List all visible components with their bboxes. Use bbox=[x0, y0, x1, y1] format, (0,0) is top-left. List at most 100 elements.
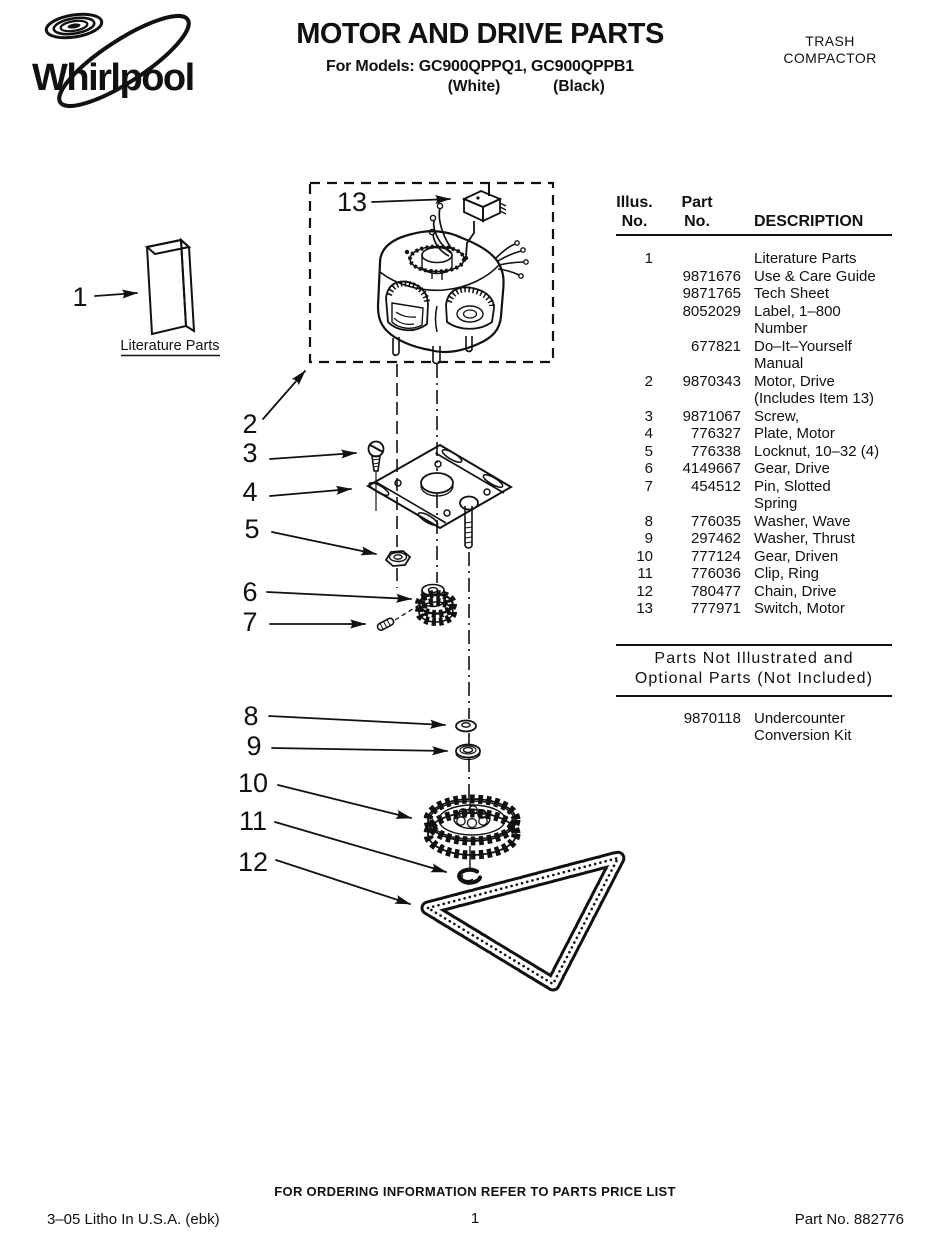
illus-no: 1 bbox=[644, 250, 653, 267]
brand-wordmark: Whirlpool bbox=[32, 57, 194, 99]
table-row: 7 454512 Pin, Slotted Spring bbox=[616, 478, 892, 513]
svg-text:2: 2 bbox=[242, 409, 257, 439]
part-no bbox=[653, 250, 741, 268]
literature-parts-label: Literature Parts bbox=[120, 338, 219, 354]
illus-no: 8 bbox=[644, 512, 653, 530]
part-description: Use & Care Guide bbox=[754, 267, 876, 285]
part-description: Clip, Ring bbox=[754, 565, 820, 582]
svg-text:3: 3 bbox=[242, 438, 257, 468]
models-line: For Models: GC900QPPQ1, GC900QPPB1 bbox=[326, 58, 634, 75]
finish-labels: (White) (Black) bbox=[240, 78, 720, 98]
illus-no: 3 bbox=[644, 407, 653, 425]
part-no: 776035 bbox=[690, 512, 741, 530]
col-header-illus: Illus. No. bbox=[616, 194, 653, 230]
part-no: 776327 bbox=[690, 425, 741, 442]
table-row: 8 776035 Washer, Wave bbox=[616, 513, 892, 531]
parts-list: Illus. No. Part No. DESCRIPTION 1 Litera… bbox=[616, 193, 892, 745]
center-lines bbox=[396, 364, 471, 868]
part-no: 9870343 bbox=[682, 372, 741, 390]
part-description: Locknut, 10–32 (4) bbox=[754, 442, 880, 460]
callout-2: 2 bbox=[242, 370, 306, 439]
callout-3: 3 bbox=[242, 438, 357, 468]
screw bbox=[367, 440, 385, 511]
illus-no: 6 bbox=[644, 460, 653, 477]
part-description: Plate, Motor bbox=[754, 425, 835, 442]
svg-text:7: 7 bbox=[242, 607, 257, 637]
part-no: 777971 bbox=[690, 600, 741, 617]
ordering-note: FOR ORDERING INFORMATION REFER TO PARTS … bbox=[274, 1184, 676, 1199]
svg-text:6: 6 bbox=[242, 577, 257, 607]
motor-plate bbox=[365, 443, 513, 549]
not-illustrated-heading: Parts Not Illustrated and Optional Parts… bbox=[616, 643, 892, 697]
callout-11: 11 bbox=[239, 806, 447, 873]
part-no: 780477 bbox=[690, 582, 741, 600]
table-row: 11 776036 Clip, Ring bbox=[616, 565, 892, 583]
part-no: 9871765 bbox=[682, 285, 741, 302]
callout-13: 13 bbox=[337, 187, 451, 217]
appliance-type: TRASH COMPACTOR bbox=[758, 33, 902, 66]
swirl-icon bbox=[44, 12, 104, 40]
callout-7: 7 bbox=[242, 607, 366, 637]
finish-white-label: (White) bbox=[447, 78, 501, 95]
part-description: Switch, Motor bbox=[754, 600, 845, 617]
parts-table-rows: 1 Literature Parts 9871676 Use & Care Gu… bbox=[616, 250, 892, 618]
part-description: Gear, Driven bbox=[754, 547, 839, 565]
motor-switch bbox=[461, 184, 507, 261]
svg-text:9: 9 bbox=[246, 731, 261, 761]
part-no: 4149667 bbox=[682, 460, 741, 477]
drive-motor bbox=[376, 202, 529, 365]
illus-no: 2 bbox=[644, 372, 653, 390]
whirlpool-logo: Whirlpool bbox=[32, 12, 195, 108]
callout-5: 5 bbox=[244, 514, 377, 556]
part-description: Washer, Thrust bbox=[754, 530, 855, 547]
driven-gear bbox=[423, 794, 521, 860]
thrust-washer bbox=[455, 743, 481, 761]
table-row: 9871765 Tech Sheet bbox=[616, 285, 892, 303]
callouts: 1 2 3 4 5 6 7 bbox=[72, 187, 451, 905]
document-part-no: Part No. 882776 bbox=[794, 1211, 904, 1228]
col-header-description: DESCRIPTION bbox=[754, 213, 864, 230]
drive-chain bbox=[420, 850, 626, 992]
part-no: 297462 bbox=[690, 530, 741, 547]
illus-no: 13 bbox=[636, 600, 653, 617]
table-row: 6 4149667 Gear, Drive bbox=[616, 460, 892, 478]
page-number: 1 bbox=[470, 1210, 480, 1227]
table-row: 9 297462 Washer, Thrust bbox=[616, 530, 892, 548]
appliance-type-line1: TRASH bbox=[805, 33, 855, 49]
slotted-spring-pin bbox=[376, 601, 425, 631]
parts-table-header: Illus. No. Part No. DESCRIPTION bbox=[616, 193, 892, 236]
callout-8: 8 bbox=[243, 701, 446, 731]
part-description: Washer, Wave bbox=[754, 512, 851, 530]
callout-12: 12 bbox=[238, 847, 411, 905]
wave-washer bbox=[455, 719, 477, 733]
svg-text:4: 4 bbox=[242, 477, 257, 507]
part-description: Undercounter Conversion Kit bbox=[754, 709, 852, 745]
logo-ellipse bbox=[57, 14, 191, 108]
part-no: 8052029 bbox=[682, 302, 741, 320]
illus-no bbox=[616, 338, 653, 373]
locknut bbox=[384, 550, 412, 567]
part-no: 9871067 bbox=[682, 407, 741, 425]
appliance-type-line2: COMPACTOR bbox=[783, 49, 877, 66]
svg-text:5: 5 bbox=[244, 514, 259, 544]
part-no: 454512 bbox=[690, 477, 741, 495]
callout-1: 1 bbox=[72, 282, 138, 312]
part-no: 776036 bbox=[690, 565, 741, 582]
svg-text:10: 10 bbox=[238, 768, 268, 798]
part-description: Label, 1–800 Number bbox=[754, 302, 841, 338]
table-row: 10 777124 Gear, Driven bbox=[616, 548, 892, 566]
illus-no: 10 bbox=[636, 547, 653, 565]
callout-4: 4 bbox=[242, 477, 352, 507]
table-row: 9871676 Use & Care Guide bbox=[616, 268, 892, 286]
illus-no bbox=[616, 285, 653, 303]
illus-no: 5 bbox=[644, 442, 653, 460]
not-illustrated-row: 9870118 Undercounter Conversion Kit bbox=[616, 710, 892, 745]
table-row: 8052029 Label, 1–800 Number bbox=[616, 303, 892, 338]
part-no: 776338 bbox=[690, 442, 741, 460]
table-row: 13 777971 Switch, Motor bbox=[616, 600, 892, 618]
part-description: Screw, bbox=[754, 407, 800, 425]
part-description: Do–It–Yourself Manual bbox=[754, 337, 852, 373]
not-illustrated-heading-line1: Parts Not Illustrated and bbox=[654, 649, 854, 667]
